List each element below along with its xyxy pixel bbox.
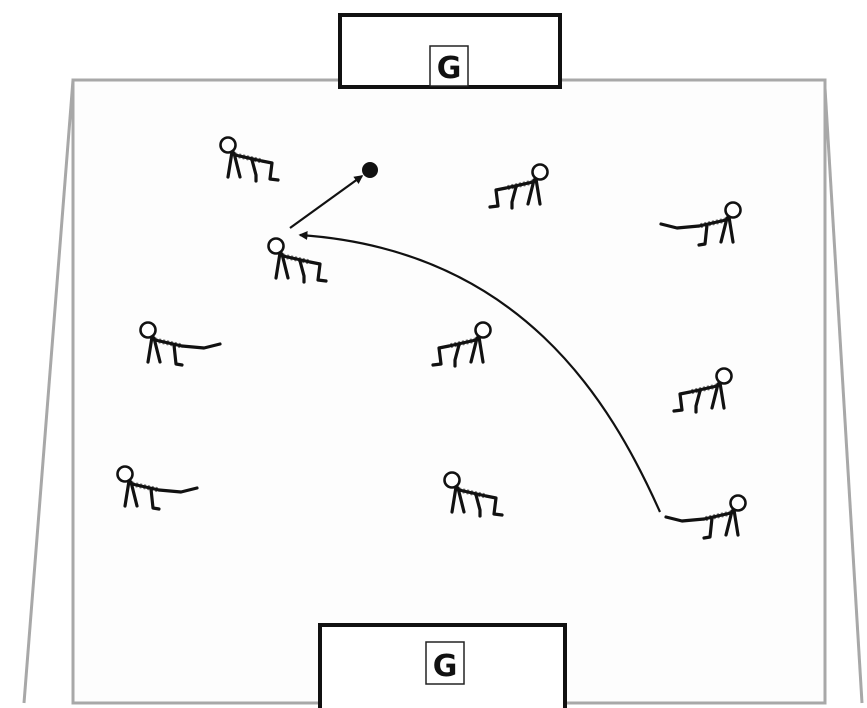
player-head	[139, 321, 157, 339]
player-head	[443, 471, 461, 489]
player-head	[715, 367, 733, 385]
player-5-player-icon	[139, 321, 222, 367]
bottom-goal-label-box	[425, 641, 465, 685]
bottom-goal-label: G	[433, 649, 458, 684]
top-goal-label: G	[437, 51, 462, 86]
player-head	[729, 494, 747, 512]
pass-arrow	[298, 231, 662, 513]
top-goal: G	[338, 13, 562, 89]
player-head	[116, 465, 134, 483]
player-4-receiver-icon	[267, 237, 328, 284]
player-head	[219, 136, 237, 154]
soccer-ball-icon	[362, 162, 378, 178]
player-8-player-icon	[116, 465, 199, 511]
field-boundary	[71, 78, 827, 705]
field-left-edge	[22, 79, 75, 704]
player-head	[474, 321, 492, 339]
player-9-player-icon	[443, 471, 504, 518]
player-3-player-icon	[659, 201, 742, 247]
top-goal-label-box	[429, 45, 469, 87]
player-head	[267, 237, 285, 255]
bottom-goal: G	[318, 623, 567, 708]
player-10-passer-icon	[664, 494, 747, 540]
player-1-player-icon	[219, 136, 280, 183]
kick-arrow	[289, 175, 364, 229]
player-head	[531, 163, 549, 181]
player-head	[724, 201, 742, 219]
player-7-player-icon	[672, 367, 733, 414]
player-2-player-icon	[488, 163, 549, 210]
players-layer	[116, 136, 747, 540]
field-right-edge	[823, 87, 864, 704]
player-6-player-icon	[431, 321, 492, 368]
